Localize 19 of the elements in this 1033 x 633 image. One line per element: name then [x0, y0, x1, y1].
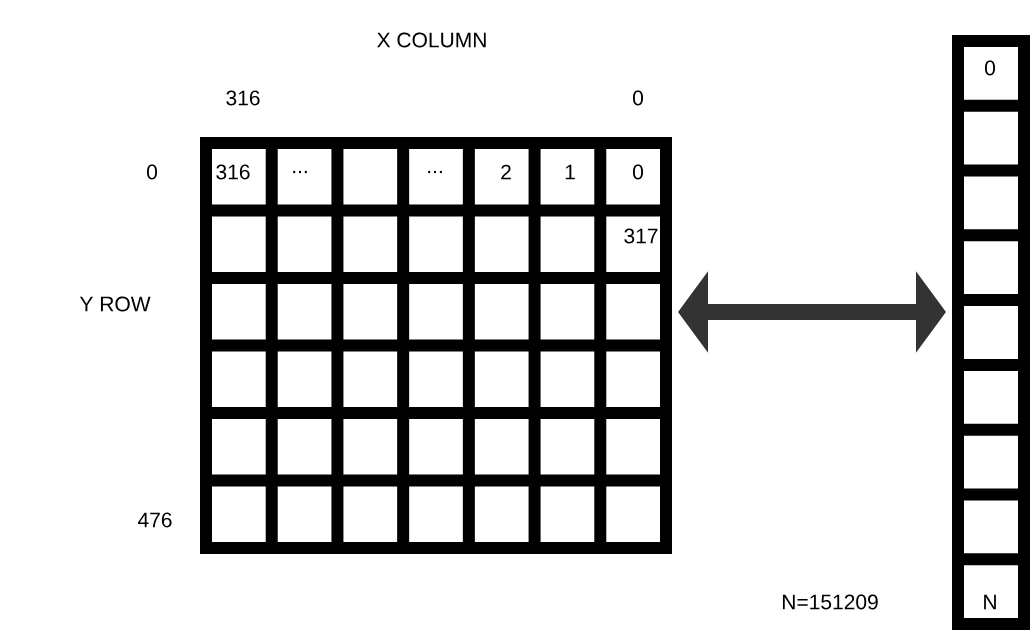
memory-array-drawing [952, 35, 1030, 630]
column-index: 316 [226, 90, 260, 106]
cell-label: 0 [633, 164, 643, 180]
cell-label: 317 [624, 228, 658, 244]
axis-label: Y ROW [79, 296, 151, 312]
cell-label: 316 [216, 164, 250, 180]
cell-label: 2 [501, 164, 511, 180]
cell-label: ... [428, 170, 442, 174]
row-index: 476 [137, 512, 172, 528]
size-label: N=151209 [782, 594, 878, 610]
axis-label: X COLUMN [377, 32, 486, 48]
cell-label: 0 [985, 60, 995, 76]
column-index: 0 [633, 90, 643, 106]
cell-label: N [984, 594, 996, 610]
cell-label: ... [293, 170, 307, 174]
double-arrow [678, 271, 946, 353]
row-index: 0 [147, 164, 158, 180]
grid-drawing [200, 137, 672, 554]
cell-label: 1 [565, 164, 575, 180]
